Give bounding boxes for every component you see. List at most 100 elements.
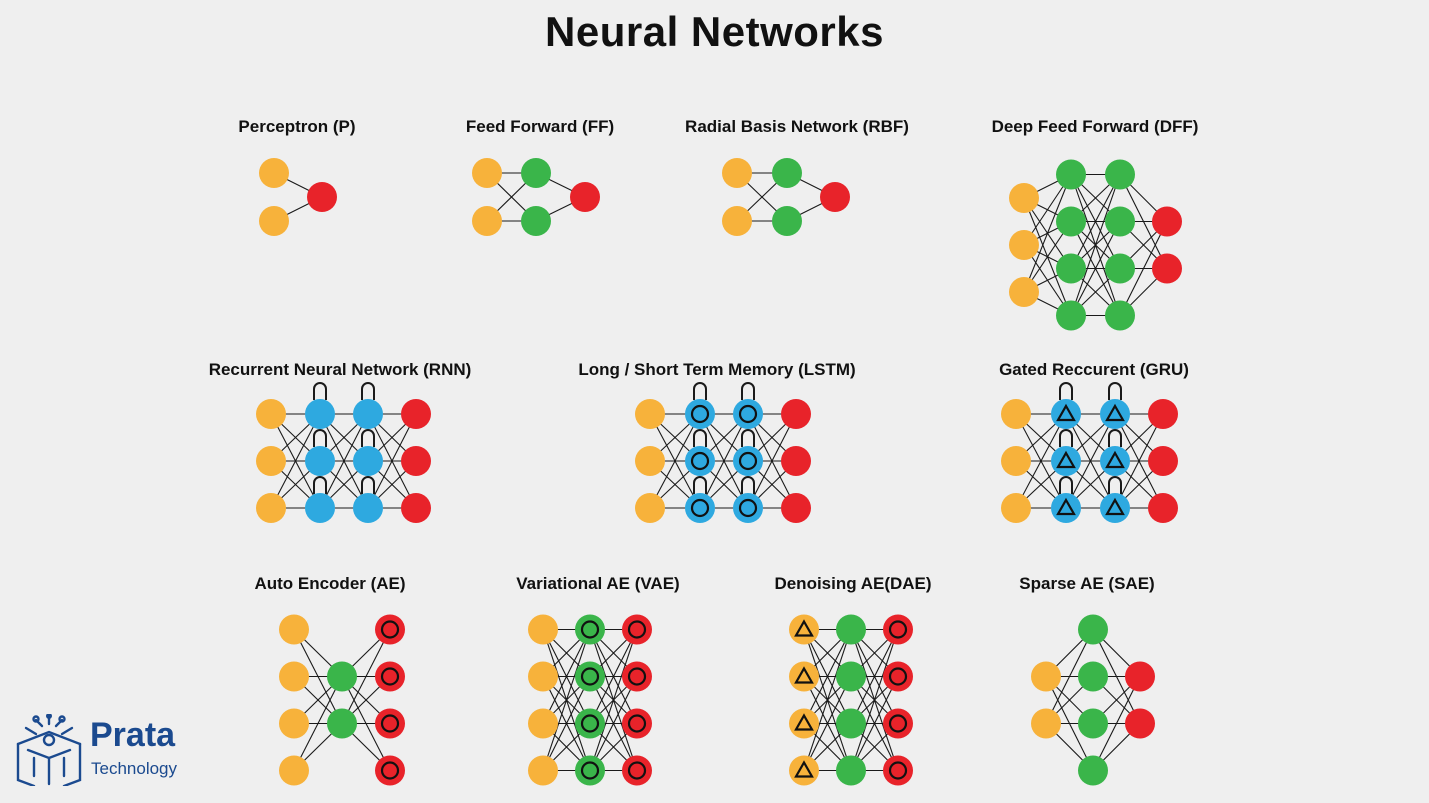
- node-noisy: [789, 614, 819, 645]
- node-match: [883, 708, 913, 739]
- node-match: [883, 755, 913, 786]
- node-rec: [305, 476, 335, 523]
- neuron: [781, 399, 811, 429]
- page-title: Neural Networks: [545, 8, 884, 55]
- node-match: [375, 661, 405, 692]
- node-match: [375, 755, 405, 786]
- node-in: [279, 661, 309, 692]
- neuron: [521, 158, 551, 188]
- network-title: Perceptron (P): [238, 117, 355, 136]
- edge: [850, 629, 899, 724]
- node-match: [622, 755, 652, 786]
- neuron: [883, 614, 913, 645]
- node-in: [279, 614, 309, 645]
- neuron: [883, 755, 913, 786]
- inner-triangle: [794, 713, 814, 731]
- network-title: Gated Reccurent (GRU): [999, 360, 1189, 379]
- inner-circle: [888, 714, 908, 733]
- inner-circle: [738, 451, 758, 471]
- inner-circle: [580, 714, 600, 733]
- node-in: [1001, 446, 1031, 476]
- inner-circle: [738, 404, 758, 424]
- inner-circle: [627, 667, 647, 686]
- node-match: [883, 614, 913, 645]
- node-in: [528, 661, 558, 692]
- neuron: [575, 614, 605, 645]
- node-out: [1125, 661, 1155, 692]
- inner-triangle: [1056, 497, 1076, 516]
- neuron: [570, 182, 600, 212]
- recurrent-loop: [313, 382, 327, 400]
- edges: [270, 413, 417, 509]
- edge: [589, 629, 638, 724]
- neuron: [733, 399, 763, 429]
- edge: [1070, 174, 1121, 269]
- neuron: [1056, 206, 1086, 237]
- node-mem: [685, 382, 715, 429]
- node-in: [1031, 661, 1061, 692]
- neuron: [1100, 446, 1130, 476]
- node-hid: [521, 206, 551, 236]
- neuron: [820, 182, 850, 212]
- recurrent-loop: [313, 429, 327, 447]
- node-in: [1009, 277, 1039, 307]
- node-hid: [836, 755, 866, 786]
- neuron: [327, 708, 357, 739]
- inner-triangle: [1105, 497, 1125, 516]
- neuron: [353, 399, 383, 429]
- neuron: [781, 446, 811, 476]
- node-gate: [1051, 476, 1081, 523]
- inner-triangle: [1056, 403, 1076, 422]
- neuron: [375, 614, 405, 645]
- neuron: [1152, 253, 1182, 284]
- edge: [1015, 413, 1067, 509]
- recurrent-loop: [693, 429, 707, 447]
- edge: [319, 413, 369, 509]
- edge: [367, 413, 417, 509]
- neuron: [622, 661, 652, 692]
- edge: [542, 629, 591, 771]
- neuron: [375, 708, 405, 739]
- neuron: [883, 708, 913, 739]
- edges: [1023, 173, 1168, 317]
- node-gate: [1051, 429, 1081, 476]
- prata-logo: Prata Technology: [14, 714, 204, 786]
- node-in: [1009, 183, 1039, 213]
- edge: [803, 629, 852, 724]
- network-title: Sparse AE (SAE): [1019, 574, 1154, 593]
- neuron: [1105, 206, 1135, 237]
- edges: [293, 629, 391, 771]
- edges: [649, 413, 797, 509]
- node-noisy: [789, 755, 819, 786]
- neuron: [307, 182, 337, 212]
- neuron: [1078, 661, 1108, 692]
- node-in: [1001, 493, 1031, 523]
- neuron: [256, 446, 286, 476]
- node-noisy: [789, 708, 819, 739]
- node-out: [781, 493, 811, 523]
- node-rec: [353, 429, 383, 476]
- node-hid: [1056, 253, 1086, 284]
- node-in: [472, 158, 502, 188]
- node-gate: [1100, 476, 1130, 523]
- network-rnn: Recurrent Neural Network (RNN): [209, 360, 471, 523]
- inner-triangle: [794, 760, 814, 778]
- neuron: [279, 708, 309, 739]
- network-gru: Gated Reccurent (GRU): [999, 360, 1189, 523]
- neuron: [528, 708, 558, 739]
- edge: [1070, 174, 1121, 316]
- neuron: [575, 708, 605, 739]
- inner-circle: [627, 761, 647, 780]
- node-prob: [575, 661, 605, 692]
- node-match: [375, 614, 405, 645]
- node-hid: [1056, 159, 1086, 190]
- node-out: [401, 399, 431, 429]
- edges: [542, 628, 638, 772]
- recurrent-loop: [313, 476, 327, 494]
- inner-circle: [580, 667, 600, 686]
- node-match: [375, 708, 405, 739]
- neuron: [327, 661, 357, 692]
- inner-circle: [888, 620, 908, 639]
- node-gate: [1051, 382, 1081, 429]
- recurrent-loop: [693, 476, 707, 494]
